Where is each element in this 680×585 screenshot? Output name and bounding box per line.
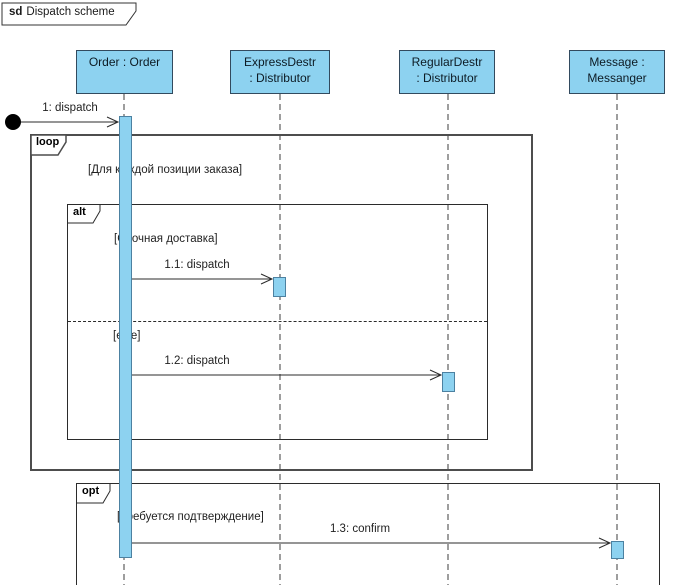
operator-pentagon-icon [67,204,101,224]
alt-operand-separator [68,321,487,322]
operator-pentagon-icon [30,134,67,156]
message-arrow-dispatch-regular[interactable] [132,369,443,381]
lifeline-name: Order : Order [88,55,161,69]
activation-order[interactable] [119,116,132,558]
message-arrow-confirm[interactable] [132,537,612,549]
lifeline-name: ExpressDestr [243,55,317,69]
loop-operator-text: loop [36,136,60,148]
operator-pentagon-icon [76,483,111,504]
activation-express-destr[interactable] [273,277,286,297]
message-label-dispatch-regular[interactable]: 1.2: dispatch [164,355,230,367]
opt-operator-text: opt [82,485,100,497]
fragment-loop[interactable] [30,134,533,471]
lifeline-name-line2: : Distributor [416,71,478,85]
lifeline-name: RegularDestr [411,55,483,69]
lifeline-name: Message : [589,55,645,69]
lifeline-head-regular-destr[interactable]: RegularDestr : Distributor [399,50,495,94]
guard-confirmation-required: [Требуется подтверждение] [117,511,264,523]
message-label-dispatch[interactable]: 1: dispatch [42,102,98,114]
loop-operator-label[interactable]: loop [30,134,68,156]
message-label-confirm[interactable]: 1.3: confirm [329,523,391,535]
message-arrow-dispatch[interactable] [21,116,120,128]
open-arrowhead-icon [429,369,443,381]
alt-operator-text: alt [73,206,86,218]
guard-urgent-delivery: [Срочная доставка] [114,233,218,245]
lifeline-head-express-destr[interactable]: ExpressDestr : Distributor [230,50,330,94]
lifeline-head-order[interactable]: Order : Order [76,50,173,94]
lifeline-name-line2: : Distributor [249,71,311,85]
message-label-dispatch-express[interactable]: 1.1: dispatch [164,259,230,271]
open-arrowhead-icon [598,537,612,549]
activation-message[interactable] [611,541,624,559]
fragment-alt[interactable] [67,204,488,440]
open-arrowhead-icon [106,116,120,128]
activation-regular-destr[interactable] [442,372,455,392]
opt-operator-label[interactable]: opt [76,483,112,504]
initial-node-icon[interactable] [5,114,21,130]
open-arrowhead-icon [260,273,274,285]
lifeline-head-message[interactable]: Message : Messanger [569,50,665,94]
guard-loop: [Для каждой позиции заказа] [88,164,243,176]
message-arrow-dispatch-express[interactable] [132,273,274,285]
fragment-opt[interactable] [76,483,660,585]
frame-name: Dispatch scheme [26,6,115,18]
alt-operator-label[interactable]: alt [67,204,101,224]
lifeline-name-line2: Messanger [587,71,647,85]
frame-keyword: sd [9,6,23,18]
frame-tab-pentagon-icon [1,2,137,26]
